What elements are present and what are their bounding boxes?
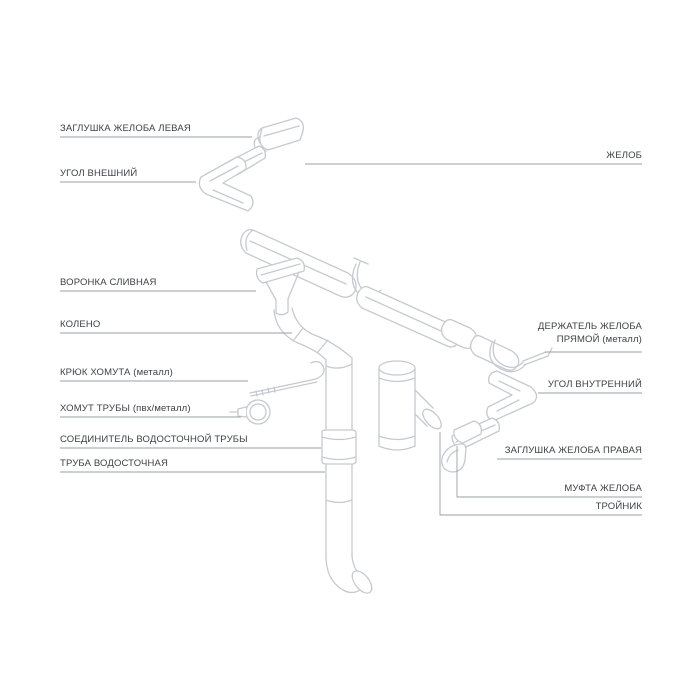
drawing-gutter-run-3-icon [469, 334, 520, 371]
label-gutter-coupling: МУФТА ЖЕЛОБА [564, 483, 642, 494]
drawing-clamp-hook-icon [249, 360, 325, 397]
label-gutter: ЖЕЛОБ [606, 150, 642, 161]
leader-tee [439, 432, 642, 516]
label-tee: ТРОЙНИК [595, 501, 642, 512]
label-downpipe-connector: СОЕДИНИТЕЛЬ ВОДОСТОЧНОЙ ТРУБЫ [60, 434, 248, 445]
drawing-drain-funnel-icon [255, 257, 305, 316]
drawing-gutter-holder-straight-icon [489, 339, 553, 373]
label-pipe-clamp: ХОМУТ ТРУБЫ (пвх/металл) [60, 403, 191, 414]
label-inner-corner: УГОЛ ВНУТРЕННИЙ [547, 379, 642, 390]
drawing-elbow-icon [273, 307, 353, 361]
drawing-gutter-coupling-icon [453, 420, 482, 444]
leader-lines [60, 136, 642, 516]
drawing-tee-icon [378, 360, 442, 451]
label-gutter-end-cap-right: ЗАГЛУШКА ЖЕЛОБА ПРАВАЯ [504, 445, 642, 456]
label-clamp-hook: КРЮК ХОМУТА (металл) [60, 367, 173, 378]
label-downpipe: ТРУБА ВОДОСТОЧНАЯ [60, 458, 169, 469]
drawing-outer-corner-icon [198, 156, 254, 212]
drawing-pipe-clamp-icon [229, 399, 271, 425]
drawing-inner-corner-icon [486, 370, 538, 422]
drawing-downpipe-icon [321, 357, 373, 594]
leader-gutter-coupling [456, 446, 642, 498]
label-gutter-end-cap-left: ЗАГЛУШКА ЖЕЛОБА ЛЕВАЯ [60, 123, 191, 134]
drawing-gutter-end-cap-right-icon [441, 443, 467, 473]
label-gutter-holder-straight: ДЕРЖАТЕЛЬ ЖЕЛОБА ПРЯМОЙ (металл) [537, 321, 642, 345]
label-outer-corner: УГОЛ ВНЕШНИЙ [60, 168, 138, 179]
label-elbow: КОЛЕНО [60, 319, 101, 330]
label-drain-funnel: ВОРОНКА СЛИВНАЯ [60, 277, 157, 288]
